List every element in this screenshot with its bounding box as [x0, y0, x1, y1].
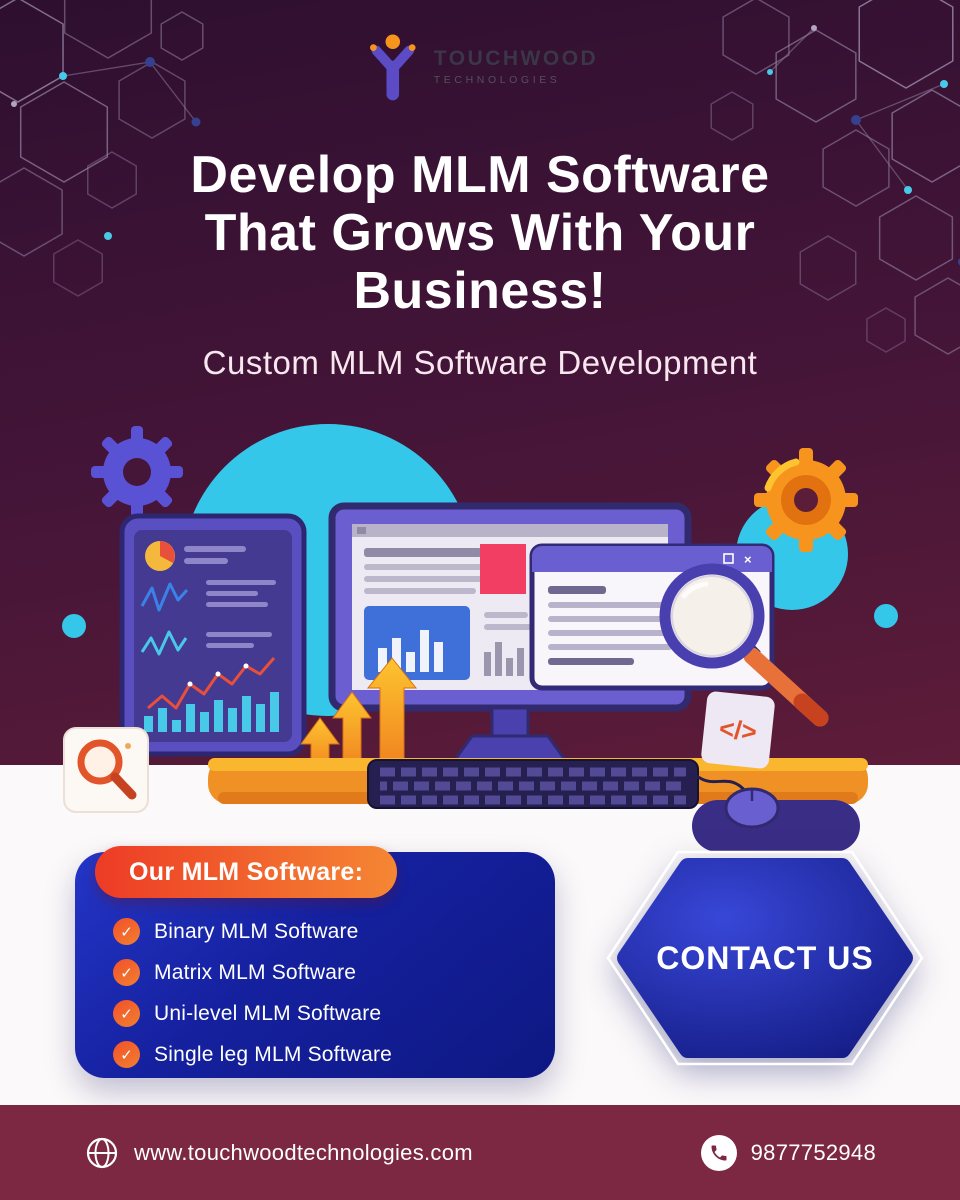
workspace-illustration: × — [62, 424, 898, 852]
keyboard — [367, 759, 699, 809]
headline-line-2: That Grows With Your — [204, 204, 756, 262]
browser-minimize-icon — [723, 553, 734, 564]
software-list: ✓ Binary MLM Software ✓ Matrix MLM Softw… — [75, 852, 555, 1068]
search-icon-card — [63, 727, 149, 813]
magnifier-icon — [659, 563, 829, 727]
cyan-dot-right — [874, 604, 898, 628]
software-item-label: Matrix MLM Software — [154, 960, 357, 984]
contact-us-label: CONTACT US — [656, 939, 874, 976]
mouse-cable — [675, 774, 748, 793]
software-card-title-pill: Our MLM Software: — [95, 846, 398, 898]
software-item-label: Single leg MLM Software — [154, 1042, 393, 1066]
search-icon — [77, 739, 123, 785]
gear-icon-orange — [754, 448, 858, 552]
list-item: ✓ Binary MLM Software — [113, 918, 555, 945]
bar-chart-icon — [144, 692, 279, 732]
tablet-dashboard — [119, 513, 307, 757]
check-icon: ✓ — [113, 959, 140, 986]
list-item: ✓ Matrix MLM Software — [113, 959, 555, 986]
mouse-and-pad — [675, 774, 860, 852]
brand-logo: TOUCHWOOD TECHNOLOGIES — [362, 30, 598, 102]
contact-us-button[interactable]: CONTACT US — [600, 836, 930, 1080]
phone-icon — [700, 1134, 737, 1171]
contact-hexagon-shape — [606, 850, 924, 1066]
headline-line-3: Business! — [353, 262, 607, 320]
software-item-label: Uni-level MLM Software — [154, 1001, 382, 1025]
globe-icon — [86, 1137, 118, 1168]
footer-website[interactable]: www.touchwoodtechnologies.com — [84, 1135, 473, 1171]
cyan-dot-left — [62, 614, 86, 638]
headline-line-1: Develop MLM Software — [190, 146, 770, 204]
browser-close-icon: × — [744, 552, 752, 567]
list-item: ✓ Single leg MLM Software — [113, 1041, 555, 1068]
list-item: ✓ Uni-level MLM Software — [113, 1000, 555, 1027]
growth-arrows-icon — [300, 657, 418, 777]
gear-icon-purple — [91, 426, 183, 518]
footer-phone[interactable]: 9877752948 — [700, 1134, 876, 1171]
subheadline: Custom MLM Software Development — [202, 344, 758, 381]
check-icon: ✓ — [113, 1041, 140, 1068]
brand-logo-icon — [370, 34, 416, 101]
mlm-software-card: Our MLM Software: ✓ Binary MLM Software … — [75, 846, 555, 1078]
headline: Develop MLM Software That Grows With You… — [0, 146, 960, 320]
brand-name: TOUCHWOOD — [433, 46, 599, 70]
line-chart-icon — [147, 657, 276, 710]
brand-text: TOUCHWOOD TECHNOLOGIES — [434, 47, 598, 86]
brand-tagline: TECHNOLOGIES — [433, 73, 561, 86]
website-text: www.touchwoodtechnologies.com — [134, 1139, 473, 1165]
code-tag-text: </> — [718, 713, 759, 747]
code-icon: </> — [701, 691, 775, 769]
check-icon: ✓ — [113, 918, 140, 945]
software-card-title: Our MLM Software: — [129, 857, 364, 886]
phone-text: 9877752948 — [750, 1139, 876, 1165]
footer: www.touchwoodtechnologies.com 9877752948 — [0, 1105, 960, 1200]
monitor-stand — [490, 706, 530, 738]
software-item-label: Binary MLM Software — [154, 919, 359, 943]
check-icon: ✓ — [113, 1000, 140, 1027]
